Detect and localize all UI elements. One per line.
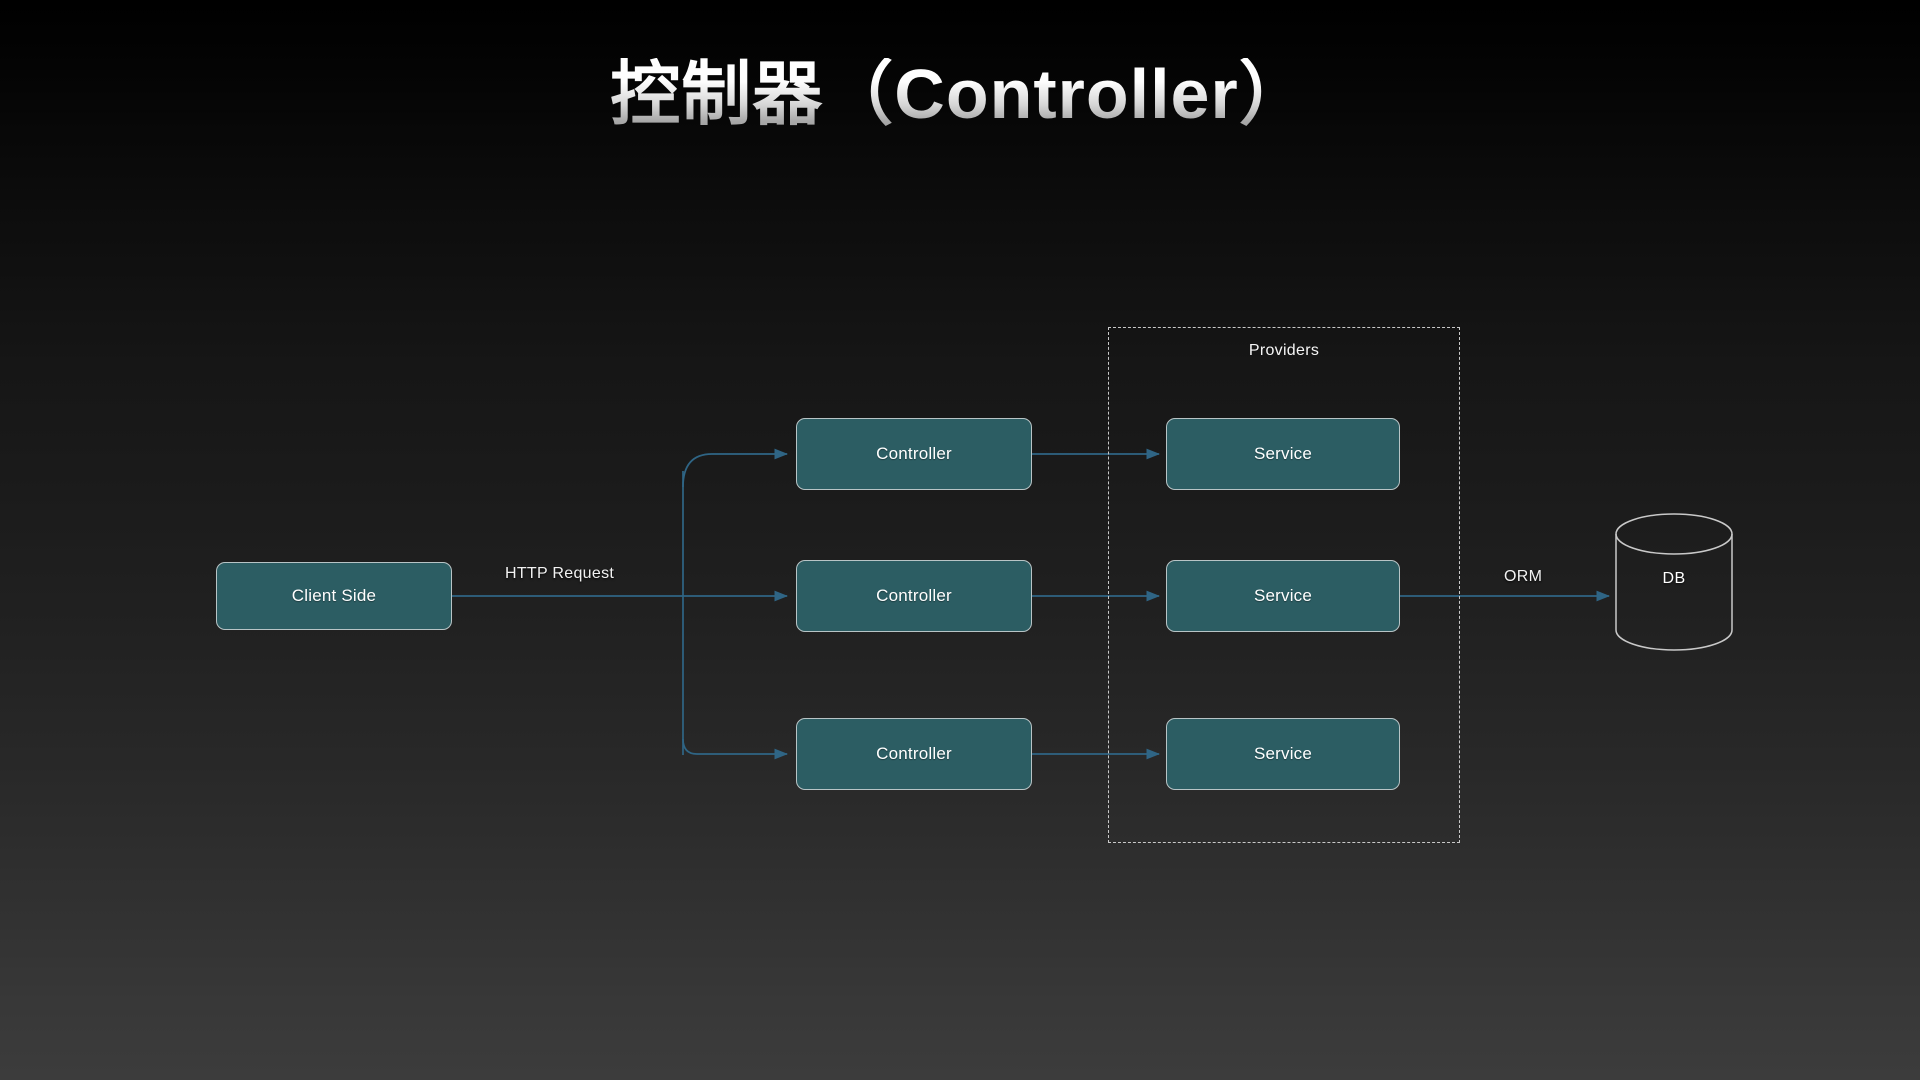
node-label: Client Side: [291, 586, 377, 605]
node-service-2[interactable]: Service: [1166, 560, 1400, 632]
node-service-3[interactable]: Service: [1166, 718, 1400, 790]
node-label: Controller: [876, 744, 952, 763]
node-label: Controller: [876, 586, 952, 605]
edge-label-http-request: HTTP Request: [505, 565, 615, 582]
node-controller-2[interactable]: Controller: [796, 560, 1032, 632]
edge-trunk-to-controller-3: [682, 738, 789, 760]
providers-group: Providers: [1108, 327, 1460, 843]
edge-label-orm: ORM: [1504, 568, 1543, 585]
database-cylinder-icon: [1615, 513, 1733, 651]
node-database[interactable]: DB: [1614, 512, 1734, 652]
node-label: Controller: [876, 444, 952, 463]
node-controller-1[interactable]: Controller: [796, 418, 1032, 490]
providers-group-label: Providers: [1248, 342, 1320, 359]
node-label: Service: [1253, 586, 1313, 605]
node-service-1[interactable]: Service: [1166, 418, 1400, 490]
node-client-side[interactable]: Client Side: [216, 562, 452, 630]
node-label: Service: [1253, 744, 1313, 763]
node-controller-3[interactable]: Controller: [796, 718, 1032, 790]
database-label: DB: [1662, 570, 1686, 587]
node-label: Service: [1253, 444, 1313, 463]
page-title: 控制器（Controller）: [0, 57, 1920, 132]
edge-trunk-to-controller-1: [682, 448, 789, 488]
